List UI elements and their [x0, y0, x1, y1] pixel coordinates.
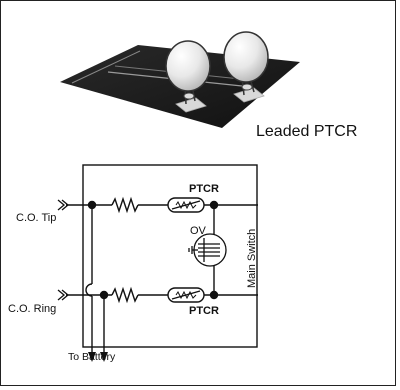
- junction-dots: [87, 200, 219, 300]
- resistor-top: [111, 196, 139, 214]
- ptcr-disc-right: [223, 31, 269, 96]
- ptcr-label-bottom: PTCR: [189, 305, 219, 317]
- co-tip-label: C.O. Tip: [16, 212, 56, 224]
- ptcr-symbol-bottom: [167, 287, 205, 303]
- ring-input-arrow-icon: [57, 289, 70, 301]
- ptcr-label-top: PTCR: [189, 183, 219, 195]
- co-ring-label: C.O. Ring: [8, 303, 56, 315]
- to-battery-label: To Battery: [68, 351, 116, 363]
- resistor-bottom: [111, 286, 139, 304]
- ptcr-symbol-top: [167, 197, 205, 213]
- title: Leaded PTCR: [256, 123, 357, 140]
- solder-pads: [175, 87, 265, 113]
- schematic-box: [82, 164, 258, 348]
- tip-input-arrow-icon: [57, 199, 70, 211]
- crossover-hop: [85, 283, 93, 297]
- battery-arrows-icon: [88, 352, 108, 362]
- overvoltage-protector-icon: [188, 233, 227, 267]
- schematic: [66, 164, 258, 354]
- ptcr-disc-left: [165, 40, 211, 105]
- main-switch-label: Main Switch: [246, 229, 258, 288]
- ov-label: OV: [190, 225, 207, 237]
